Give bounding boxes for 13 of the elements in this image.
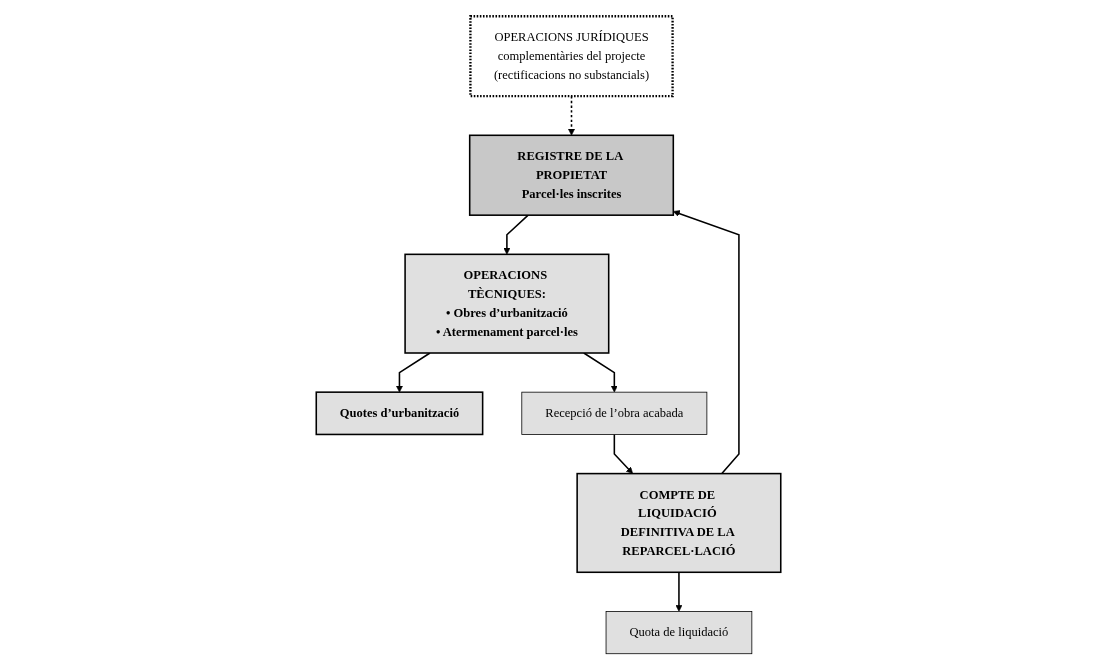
node-box: COMPTE DE LIQUIDACIÓ DEFINITIVA DE LA REPARCEL·LACIÓ (576, 472, 782, 574)
arrow (583, 352, 618, 393)
node-box: OPERACIONS JURÍDIQUES complementàries del projecte (rectificacions no substancials) (469, 15, 674, 98)
node-box: OPERACIONS TÈCNIQUES: • Obres d’urbanització • Atermenament parcel·les (404, 253, 610, 354)
arrow (673, 210, 740, 475)
node-box: REGISTRE DE LA PROPIETAT Parcel·les inscrites (468, 134, 675, 216)
node-box: Quota de liquidació (605, 611, 753, 655)
node-box: Quotes d’urbanització (315, 391, 484, 436)
arrow (675, 571, 683, 612)
arrow (503, 214, 529, 255)
arrow (396, 352, 431, 393)
node-box: Recepció de l’obra acabada (521, 391, 708, 435)
arrow (613, 433, 633, 474)
